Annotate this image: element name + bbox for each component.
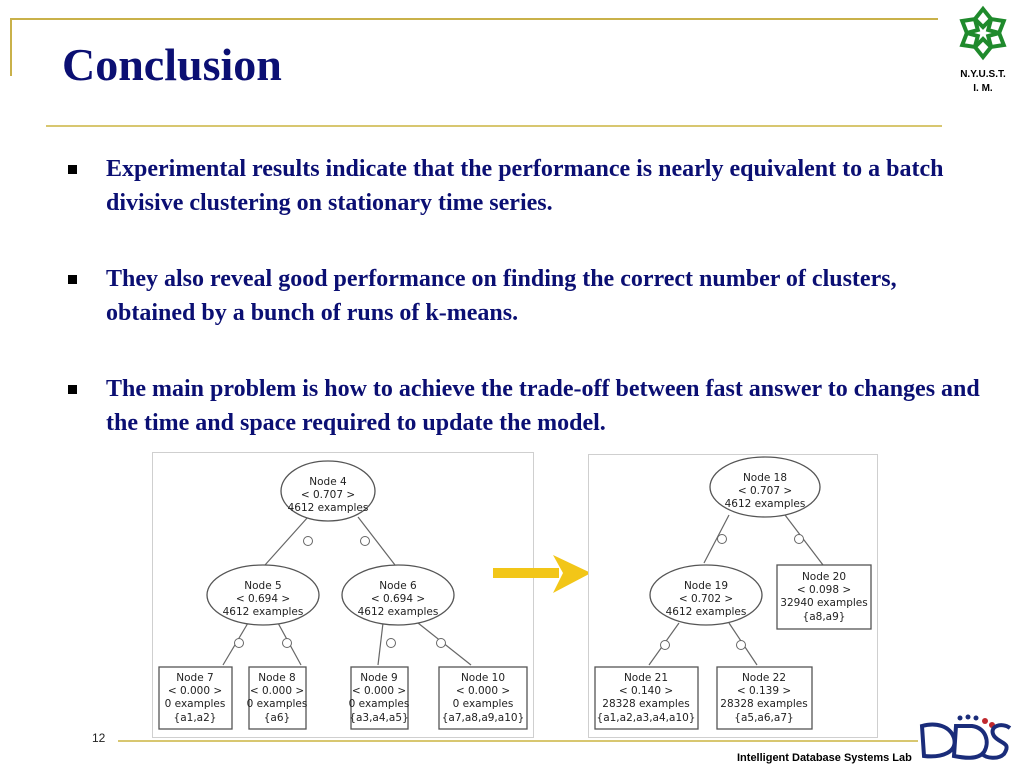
bullet-square-icon [68,275,77,284]
bullet-square-icon [68,385,77,394]
bullet-item: They also reveal good performance on fin… [64,262,984,330]
bullet-text: The main problem is how to achieve the t… [106,376,980,436]
node-value: < 0.000 > [250,685,304,697]
node-label: Node 22 [742,672,786,684]
node-value: < 0.000 > [456,685,510,697]
node-value: < 0.140 > [619,685,673,697]
nyust-logo: N.Y.U.S.T. I. M. [945,4,1021,95]
node-value: < 0.707 > [738,485,792,497]
bullet-square-icon [68,165,77,174]
node-label: Node 4 [309,476,347,488]
frame-vertical-line [10,18,12,76]
node-value: < 0.000 > [352,685,406,697]
node-label: Node 7 [176,672,213,684]
node-label: Node 19 [684,580,728,592]
node-attributes: {a5,a6,a7} [734,712,793,724]
tree-diagram-before: Node 4 < 0.707 > 4612 examples Node 5 < … [152,452,534,738]
node-examples: 4612 examples [725,498,806,510]
bullet-item: The main problem is how to achieve the t… [64,372,984,440]
node-attributes: {a1,a2} [174,712,217,724]
node-examples: 28328 examples [720,698,807,710]
footer-lab-name: Intelligent Database Systems Lab [737,752,912,764]
node-examples: 0 examples [349,698,410,710]
node-label: Node 6 [379,580,417,592]
title-divider [46,125,942,127]
node-attributes: {a3,a4,a5} [349,712,408,724]
node-label: Node 21 [624,672,668,684]
tree-diagram-after: Node 18 < 0.707 > 4612 examples Node 19 … [588,454,878,738]
frame-top-line [10,18,938,20]
node-label: Node 9 [360,672,397,684]
logo-caption-line1: N.Y.U.S.T. [960,69,1006,80]
page-number: 12 [92,731,106,745]
bullet-item: Experimental results indicate that the p… [64,152,984,220]
node-value: < 0.694 > [371,593,425,605]
node-label: Node 10 [461,672,505,684]
node-examples: 0 examples [247,698,308,710]
node-examples: 32940 examples [780,597,867,609]
bullet-text: They also reveal good performance on fin… [106,266,897,326]
node-examples: 4612 examples [666,606,747,618]
node-attributes: {a1,a2,a3,a4,a10} [597,712,696,724]
footer-divider [118,740,918,742]
slide-title: Conclusion [62,39,282,90]
node-value: < 0.000 > [168,685,222,697]
node-value: < 0.707 > [301,489,355,501]
tree-after-svg: Node 18 < 0.707 > 4612 examples Node 19 … [594,456,872,730]
node-examples: 0 examples [453,698,514,710]
tree-before-svg: Node 4 < 0.707 > 4612 examples Node 5 < … [158,460,528,730]
node-examples: 4612 examples [223,606,304,618]
node-examples: 4612 examples [358,606,439,618]
bullet-list: Experimental results indicate that the p… [64,152,984,482]
node-attributes: {a6} [264,712,290,724]
node-attributes: {a7,a8,a9,a10} [442,712,525,724]
logo-caption-line2: I. M. [973,83,993,94]
right-arrow-icon [493,555,591,593]
node-label: Node 20 [802,571,846,583]
node-examples: 4612 examples [288,502,369,514]
node-value: < 0.098 > [797,584,851,596]
snowflake-logo-icon [959,5,1007,61]
node-label: Node 8 [258,672,295,684]
ids-lab-logo-icon [919,714,1012,760]
node-value: < 0.139 > [737,685,791,697]
node-value: < 0.702 > [679,593,733,605]
node-attributes: {a8,a9} [803,611,846,623]
node-examples: 28328 examples [602,698,689,710]
bullet-text: Experimental results indicate that the p… [106,156,944,216]
node-label: Node 5 [244,580,281,592]
node-value: < 0.694 > [236,593,290,605]
node-label: Node 18 [743,472,787,484]
node-examples: 0 examples [165,698,226,710]
